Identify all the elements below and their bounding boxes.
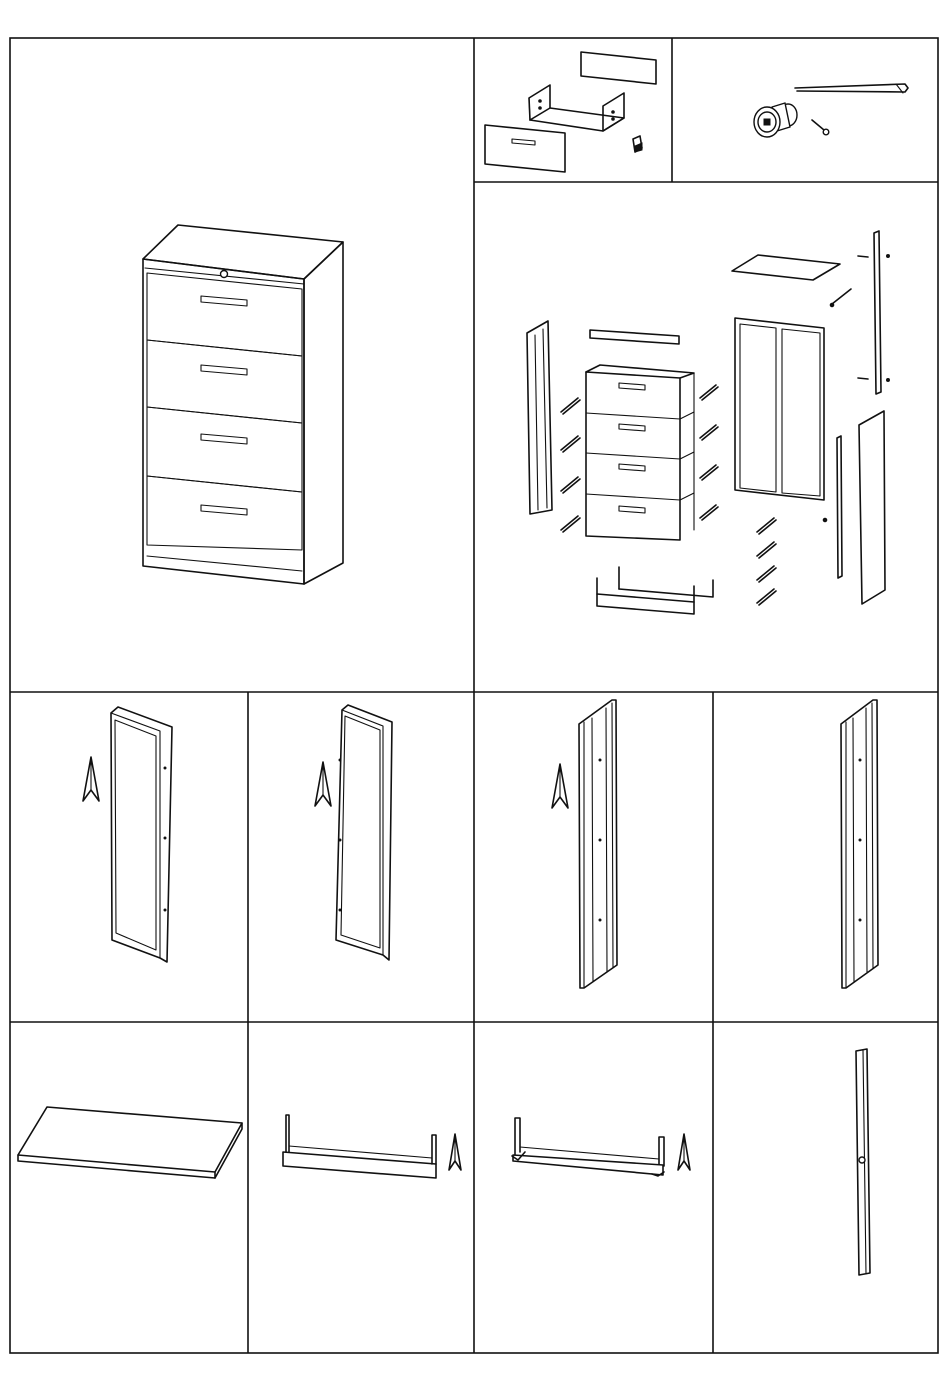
lock-bar-illustration xyxy=(856,1049,870,1275)
panel-side-panel-2 xyxy=(315,705,392,960)
panel-exploded-view xyxy=(527,231,890,614)
exploded-slides-lower xyxy=(757,518,776,605)
panel-lock-parts xyxy=(754,84,908,137)
side-panel-illustration xyxy=(336,705,392,960)
exploded-rod xyxy=(823,436,842,578)
panel-base-frame-front xyxy=(283,1115,461,1178)
exploded-lock-bar xyxy=(858,231,890,394)
panel-lock-bar xyxy=(856,1049,870,1275)
exploded-screw xyxy=(830,289,851,307)
drawer-body xyxy=(529,85,624,131)
base-frame-illustration xyxy=(283,1115,436,1178)
exploded-top-panel xyxy=(732,255,840,280)
exploded-top-rail xyxy=(590,330,679,344)
panel-top-panel xyxy=(18,1107,242,1178)
exploded-slides-left xyxy=(561,398,580,532)
panel-side-panel-3 xyxy=(552,700,617,988)
lock-key xyxy=(812,120,829,135)
exploded-slides-right xyxy=(700,385,718,520)
panel-side-panel-4 xyxy=(841,700,878,988)
panel-assembled-cabinet xyxy=(143,225,343,584)
exploded-drawer-stack xyxy=(586,365,694,540)
exploded-back-panel xyxy=(735,318,824,500)
drawer-slide-clip xyxy=(633,136,642,152)
side-panel-illustration xyxy=(841,700,878,988)
panel-side-panel-1 xyxy=(83,707,172,962)
lock-rod xyxy=(795,84,908,93)
panel-drawer-parts xyxy=(485,52,656,172)
panel-grid xyxy=(10,38,938,1353)
base-frame-illustration xyxy=(512,1118,664,1176)
lock-cylinder xyxy=(754,103,797,137)
exploded-right-side-panel xyxy=(859,411,885,604)
exploded-left-side-panel xyxy=(527,321,552,514)
orientation-arrow-icon xyxy=(315,762,331,806)
drawer-front-panel xyxy=(485,125,565,172)
orientation-arrow-icon xyxy=(449,1134,461,1170)
exploded-base-frame xyxy=(597,567,713,614)
drawer-back-panel xyxy=(581,52,656,84)
lock-icon xyxy=(221,271,228,278)
orientation-arrow-icon xyxy=(83,757,99,801)
cabinet-illustration xyxy=(143,225,343,584)
orientation-arrow-icon xyxy=(678,1134,690,1170)
top-panel-illustration xyxy=(18,1107,242,1178)
side-panel-illustration xyxy=(579,700,617,988)
panel-base-frame-rear xyxy=(512,1118,690,1176)
side-panel-illustration xyxy=(111,707,172,962)
orientation-arrow-icon xyxy=(552,764,568,808)
